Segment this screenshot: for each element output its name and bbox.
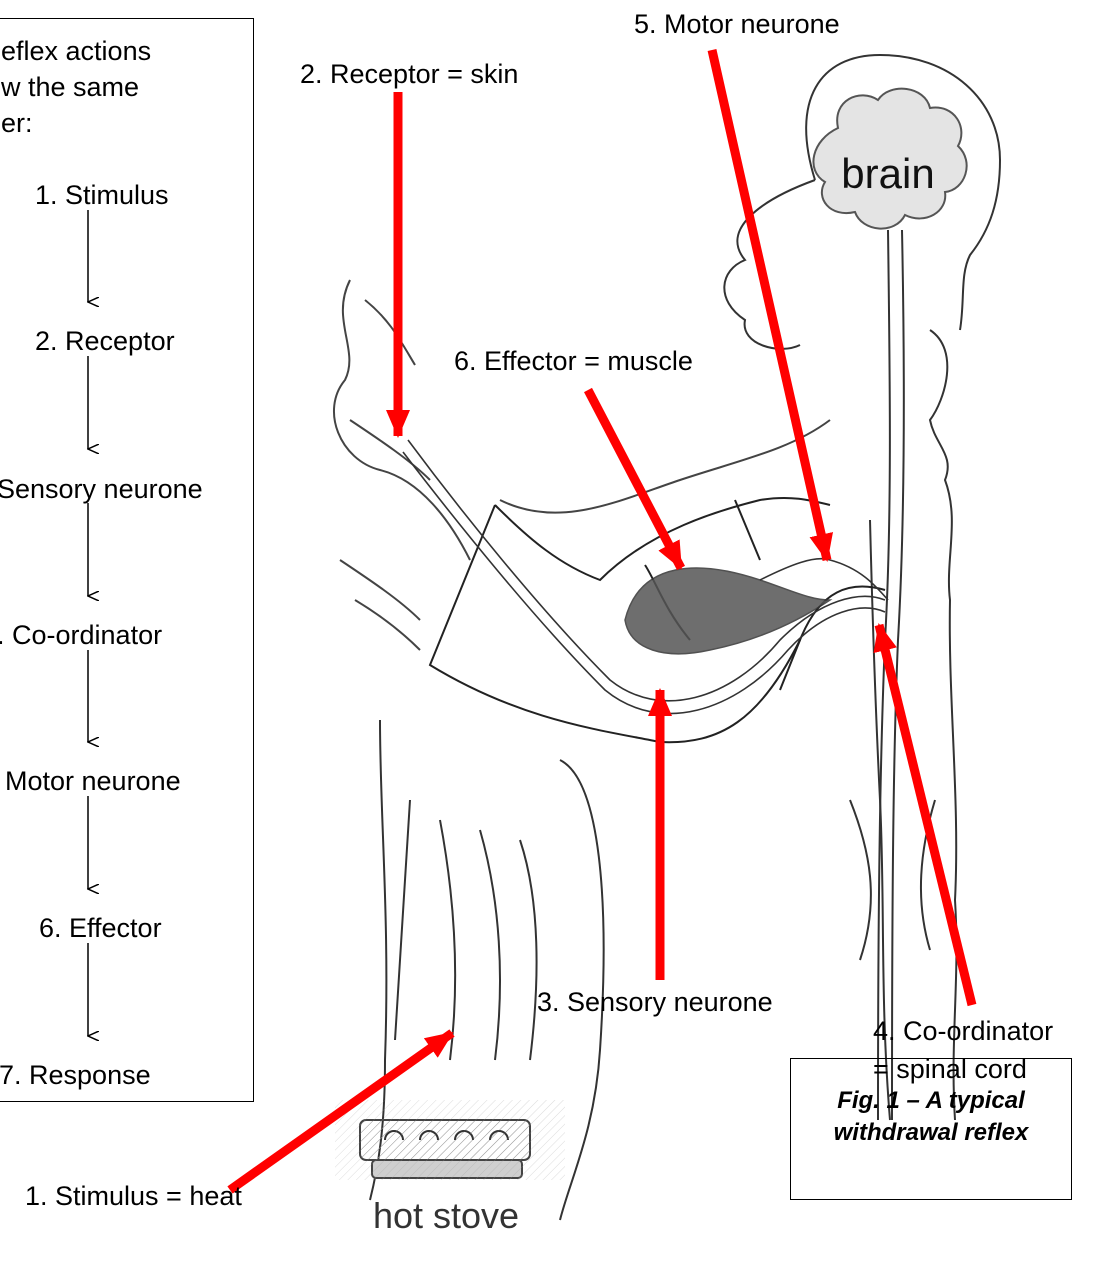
label-receptor: 2. Receptor = skin (300, 58, 518, 90)
label-sensory-neurone: 3. Sensory neurone (537, 986, 773, 1018)
brain-shape: brain (813, 89, 966, 229)
label-motor-neurone: 5. Motor neurone (634, 8, 840, 40)
caption-line-2: withdrawal reflex (791, 1119, 1071, 1147)
figure-caption-box: Fig. 1 – A typical withdrawal reflex (790, 1058, 1072, 1200)
nerve-pathways (403, 440, 888, 714)
caption-line-1: Fig. 1 – A typical (791, 1087, 1071, 1115)
label-stimulus: 1. Stimulus = heat (25, 1180, 242, 1212)
stove-label: hot stove (373, 1195, 519, 1236)
hot-stove: hot stove (335, 1100, 565, 1236)
label-effector: 6. Effector = muscle (454, 345, 693, 377)
brain-label: brain (841, 150, 934, 197)
label-coordinator-1: 4. Co-ordinator (873, 1015, 1053, 1047)
